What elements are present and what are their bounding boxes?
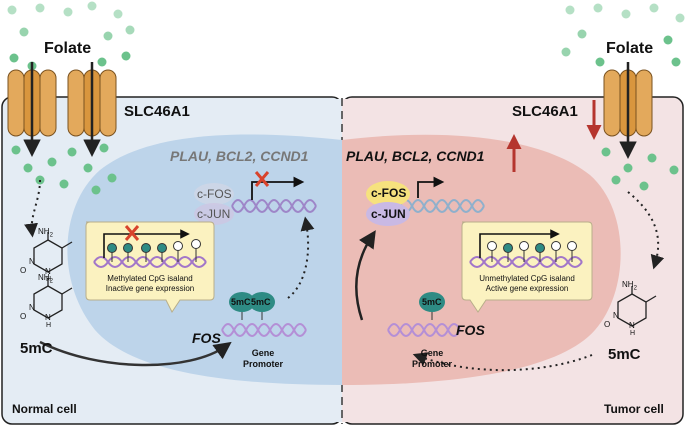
slc46a1-transporter-normal-2 bbox=[67, 62, 117, 157]
ring-n-label-3: N bbox=[29, 303, 35, 312]
ring-o-label-2: O bbox=[20, 312, 27, 321]
nh2-text-a: NH bbox=[38, 227, 50, 236]
cjun-label-normal: c-JUN bbox=[197, 207, 231, 221]
tf-cjun-tumor bbox=[366, 202, 410, 226]
arrow-promoter-to-genes bbox=[287, 216, 315, 299]
tumor-cell-label: Tumor cell bbox=[604, 402, 664, 416]
arrow-5mc-to-promoter bbox=[39, 340, 232, 367]
5mc-metabolite-tumor: 5mC bbox=[608, 346, 641, 363]
folate-label-normal: Folate bbox=[44, 40, 92, 57]
callout-line1-normal: Methylated CpG isaland bbox=[107, 274, 193, 283]
ring-n-label-tumor-2: N bbox=[629, 321, 635, 330]
callout-line1-tumor: Unmethylated CpG isaland bbox=[479, 274, 575, 283]
nh2-label-normal-a: NH2 bbox=[38, 227, 53, 239]
fos-label-tumor: FOS bbox=[456, 322, 485, 338]
target-gene-dna-tumor bbox=[399, 199, 485, 213]
arrow-fos-to-tf bbox=[355, 230, 376, 321]
tf-cfos-normal bbox=[194, 183, 234, 205]
callout-text-normal: Methylated CpG isaland Inactive gene exp… bbox=[86, 274, 214, 294]
callout-text-tumor: Unmethylated CpG isaland Active gene exp… bbox=[462, 274, 592, 294]
5mc-mark-label-a: 5mC bbox=[231, 297, 251, 307]
slc46a1-label-tumor: SLC46A1 bbox=[512, 103, 578, 120]
callout-box-normal bbox=[85, 221, 215, 313]
gene-promoter-line1-tumor: Gene bbox=[420, 348, 444, 358]
5mc-structure-normal-top bbox=[33, 232, 73, 273]
ring-o-label-1: O bbox=[20, 266, 27, 275]
fos-label-normal: FOS bbox=[192, 330, 221, 346]
ring-h-label-1: H bbox=[46, 276, 52, 283]
callout-x-mark bbox=[124, 225, 140, 241]
nh2-sub-tumor: 2 bbox=[633, 285, 637, 292]
cjun-label-tumor: c-JUN bbox=[371, 207, 406, 221]
slc46a1-transporter-normal-1 bbox=[7, 62, 57, 157]
5mc-structure-normal-bottom bbox=[33, 278, 73, 319]
nh2-text-b: NH bbox=[38, 273, 50, 282]
ring-n-label-4: N bbox=[45, 313, 51, 322]
ring-o-label-tumor: O bbox=[604, 320, 611, 329]
flow-arrow-tumor-to-5mc bbox=[627, 191, 665, 270]
repression-x-mark bbox=[254, 171, 270, 187]
nh2-text-tumor: NH bbox=[622, 280, 634, 289]
5mc-metabolite-normal: 5mC bbox=[20, 340, 53, 357]
ring-n-label-tumor-1: N bbox=[613, 311, 619, 320]
slc46a1-label-normal: SLC46A1 bbox=[124, 103, 190, 120]
nh2-sub-a: 2 bbox=[49, 232, 53, 239]
methyl-lollipops-tumor bbox=[487, 241, 577, 262]
slc46a1-transporter-tumor bbox=[603, 62, 653, 159]
callout-line2-normal: Inactive gene expression bbox=[105, 284, 195, 293]
gene-promoter-line2-normal: Promoter bbox=[242, 359, 283, 369]
tss-arrow-tumor bbox=[417, 176, 445, 198]
target-gene-dna-normal bbox=[231, 199, 317, 213]
5mc-mark-label-b: 5mC bbox=[251, 297, 271, 307]
callout-dna-tumor bbox=[469, 256, 583, 268]
tss-arrow-normal bbox=[251, 176, 305, 200]
ring-h-label-tumor: H bbox=[630, 330, 636, 337]
normal-cell-label: Normal cell bbox=[12, 402, 77, 416]
cfos-label-tumor: c-FOS bbox=[371, 186, 407, 200]
methyl-lollipops-normal bbox=[107, 239, 201, 262]
5mc-mark-label-tumor: 5mC bbox=[422, 297, 442, 307]
ring-h-label-2: H bbox=[46, 322, 52, 329]
flow-arrow-normal-to-5mc bbox=[24, 179, 41, 238]
folate-label-tumor: Folate bbox=[606, 40, 654, 57]
arrow-tumor-5mc-to-promoter bbox=[412, 352, 593, 372]
gene-promoter-label-normal: Gene Promoter bbox=[238, 348, 288, 370]
nh2-label-tumor: NH2 bbox=[622, 280, 637, 292]
callout-tss-tumor bbox=[479, 229, 560, 258]
folate-dots-tumor bbox=[561, 3, 685, 191]
callout-tss-normal bbox=[103, 229, 190, 258]
tf-cfos-tumor bbox=[366, 181, 410, 207]
5mc-mark-promoter-tumor bbox=[419, 292, 445, 320]
gene-promoter-label-tumor: Gene Promoter bbox=[407, 348, 457, 370]
cfos-label-normal: c-FOS bbox=[197, 187, 232, 201]
gene-promoter-line2-tumor: Promoter bbox=[411, 359, 452, 369]
ring-n-label-1: N bbox=[29, 257, 35, 266]
folate-dots-normal bbox=[7, 1, 135, 195]
gene-promoter-line1-normal: Gene bbox=[251, 348, 275, 358]
nh2-sub-b: 2 bbox=[49, 278, 53, 285]
ring-n-label-2: N bbox=[45, 267, 51, 276]
5mc-marks-promoter-normal bbox=[229, 292, 275, 320]
nh2-label-normal-b: NH2 bbox=[38, 273, 53, 285]
callout-line2-tumor: Active gene expression bbox=[485, 284, 569, 293]
fos-promoter-dna-normal bbox=[221, 323, 307, 337]
target-genes-tumor: PLAU, BCL2, CCND1 bbox=[346, 148, 485, 164]
fos-promoter-dna-tumor bbox=[387, 323, 461, 337]
5mc-structure-tumor bbox=[617, 286, 657, 327]
tf-cjun-normal bbox=[194, 203, 234, 225]
target-genes-normal: PLAU, BCL2, CCND1 bbox=[170, 148, 309, 164]
